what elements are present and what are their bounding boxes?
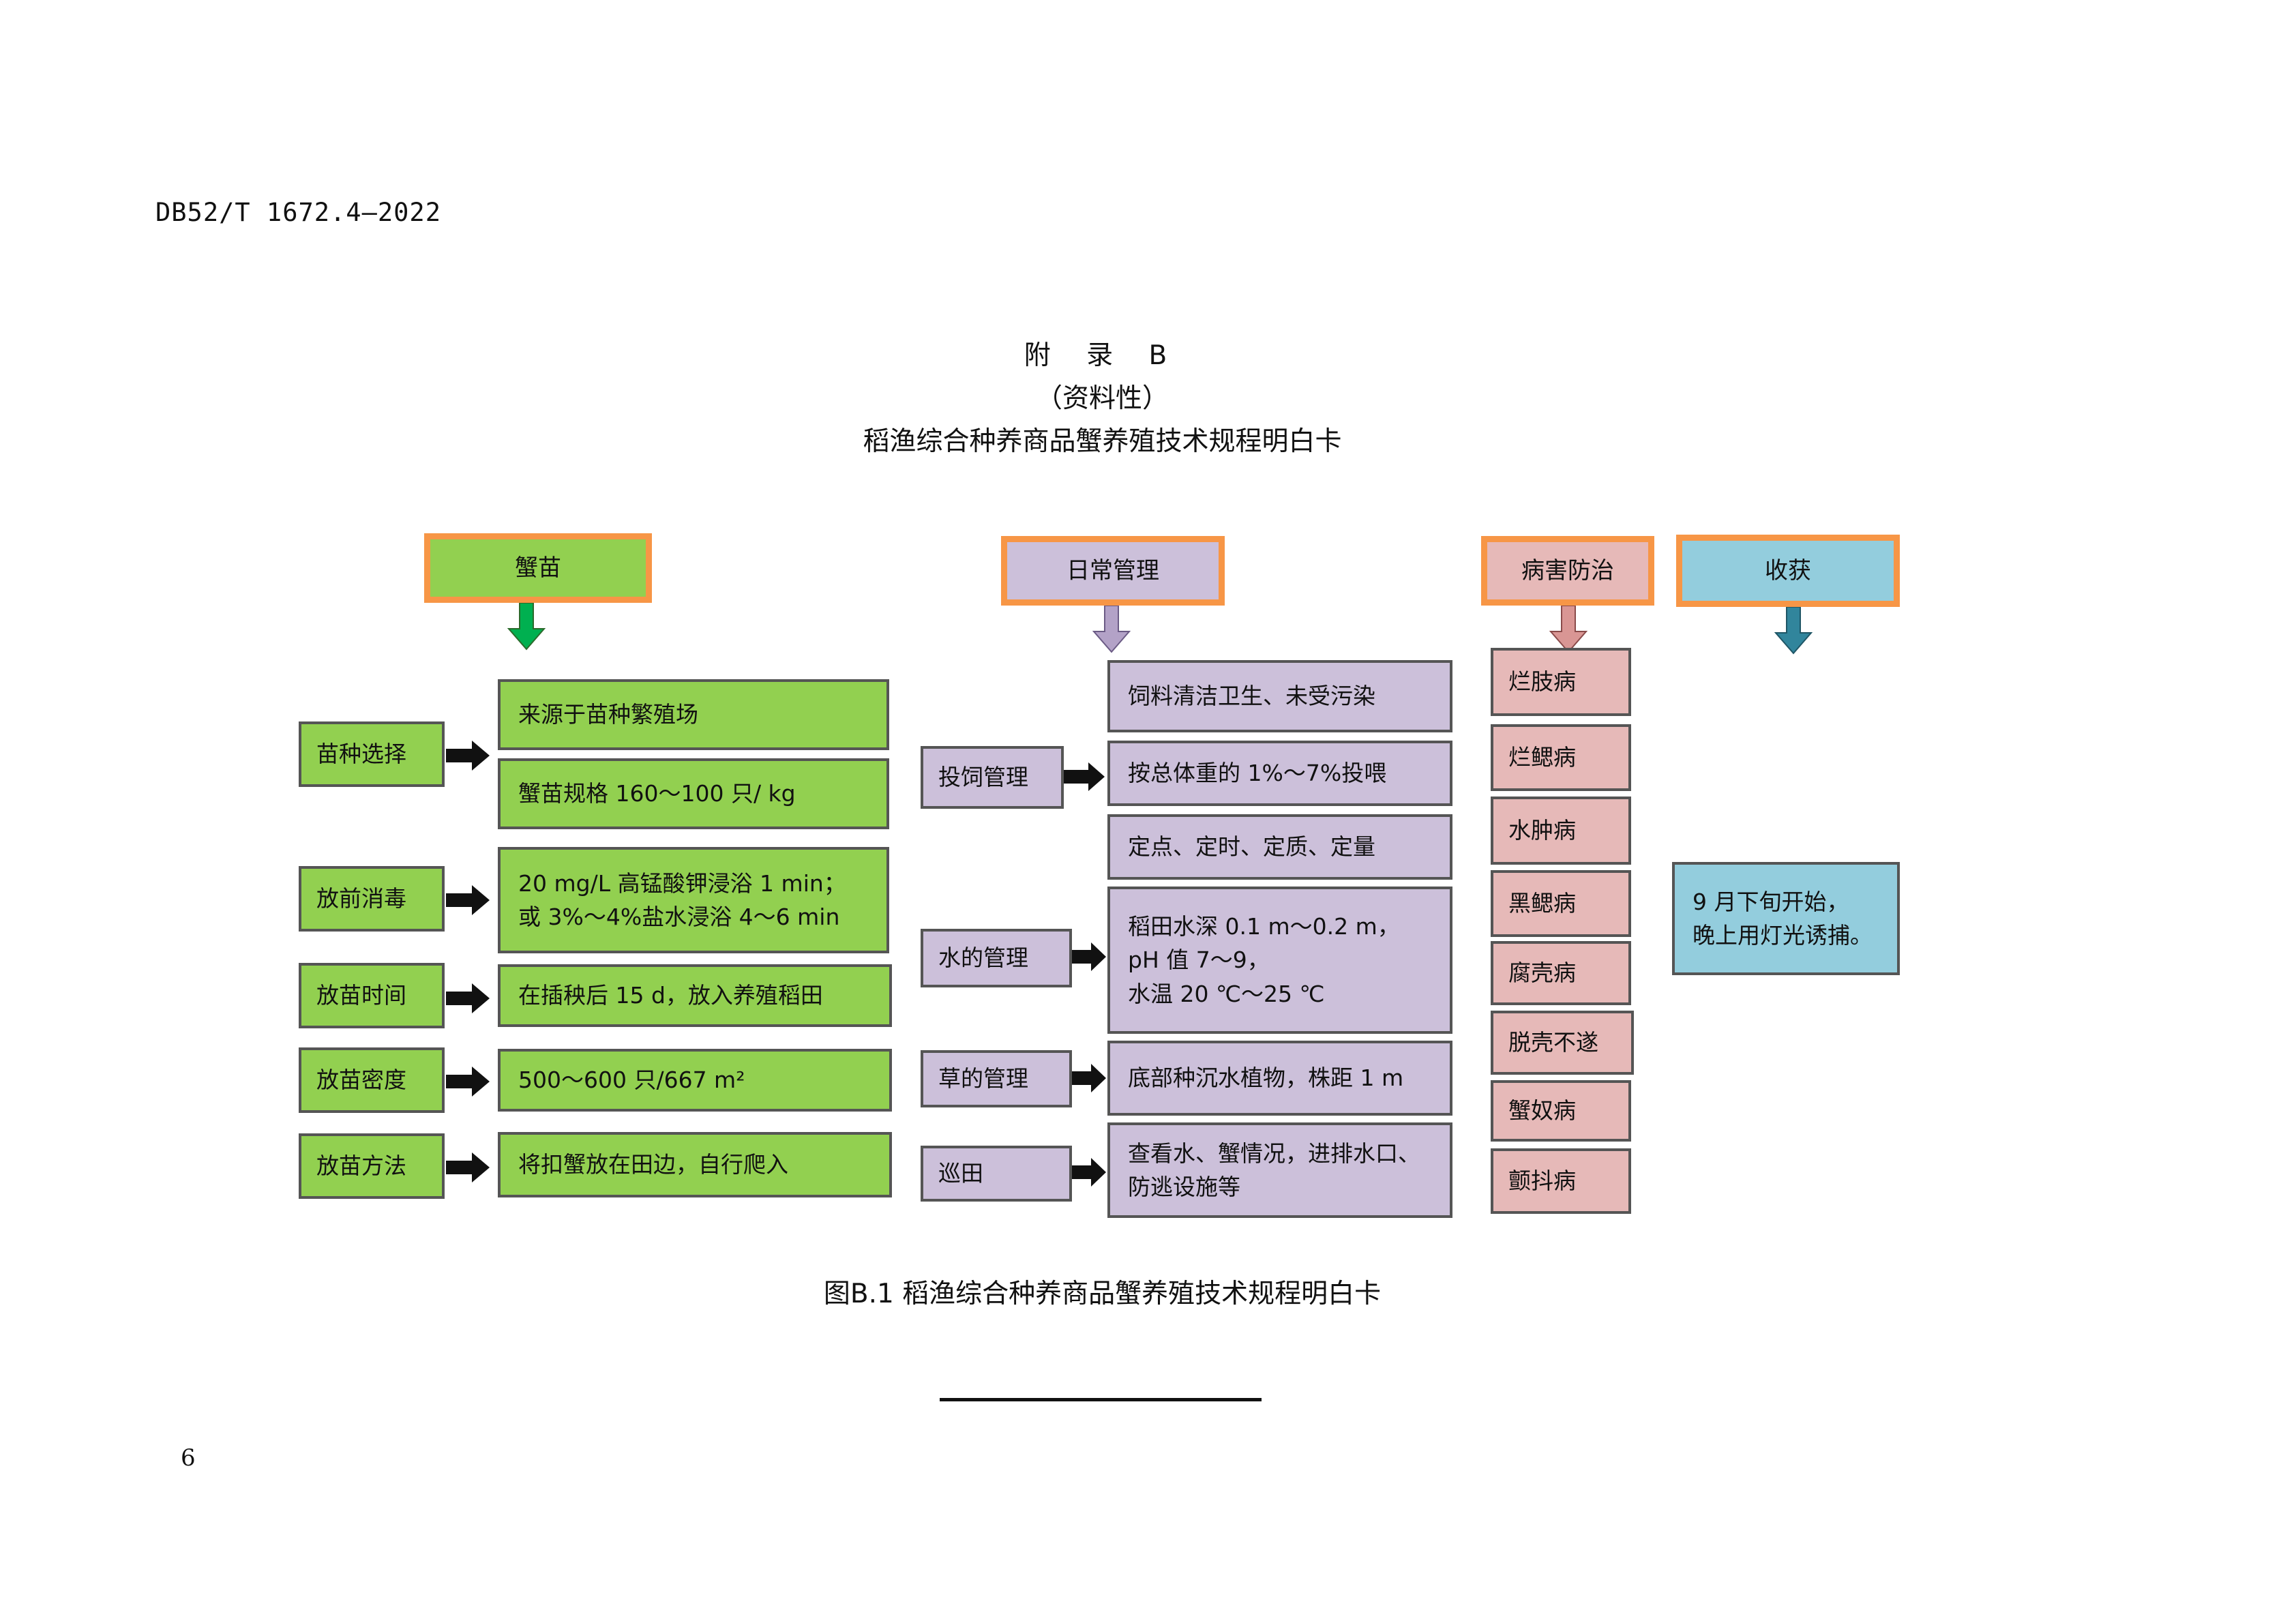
appendix-title: 附 录 B [1024, 340, 1181, 371]
item-water-parameters: 稻田水深 0.1 m～0.2 m， pH 值 7～9， 水温 20 ℃～25 ℃ [1107, 887, 1452, 1034]
arrow-down-purple-icon [1092, 606, 1131, 653]
disease-item: 颤抖病 [1491, 1148, 1631, 1214]
arrow-right-icon [446, 1152, 490, 1182]
patrol-line-2: 防逃设施等 [1128, 1174, 1240, 1200]
main-title: 稻渔综合种养商品蟹养殖技术规程明白卡 [863, 426, 1342, 457]
arrow-down-pink-icon [1549, 606, 1587, 653]
arrow-right-icon [446, 741, 490, 771]
label-weed-management: 草的管理 [921, 1050, 1072, 1107]
water-line-2: pH 值 7～9， [1128, 947, 1270, 974]
disease-item: 脱壳不遂 [1491, 1011, 1634, 1075]
item-release-time: 在插秧后 15 d，放入养殖稻田 [498, 964, 892, 1027]
item-weed-planting: 底部种沉水植物，株距 1 m [1107, 1041, 1452, 1116]
figure-caption: 图B.1 稻渔综合种养商品蟹养殖技术规程明白卡 [823, 1279, 1382, 1309]
harvest-line-2: 晚上用灯光诱捕。 [1693, 922, 1873, 949]
disease-item: 水肿病 [1491, 796, 1631, 865]
item-seed-spec: 蟹苗规格 160～100 只/ kg [498, 758, 889, 829]
header-disease-control: 病害防治 [1481, 536, 1654, 606]
item-feed-ratio: 按总体重的 1%～7%投喂 [1107, 741, 1452, 806]
label-feeding-management: 投饲管理 [921, 746, 1064, 809]
water-line-1: 稻田水深 0.1 m～0.2 m， [1128, 912, 1400, 940]
item-feed-clean: 饲料清洁卫生、未受污染 [1107, 660, 1452, 732]
label-water-management: 水的管理 [921, 929, 1072, 987]
appendix-nature: （资料性） [1035, 383, 1169, 414]
harvest-line-1: 9 月下旬开始， [1693, 888, 1849, 915]
patrol-line-1: 查看水、蟹情况，进排水口、 [1128, 1140, 1420, 1167]
water-line-3: 水温 20 ℃～25 ℃ [1128, 980, 1325, 1007]
harvest-detail: 9 月下旬开始， 晚上用灯光诱捕。 [1672, 862, 1900, 975]
arrow-right-icon [1072, 1064, 1106, 1092]
arrow-right-icon [446, 885, 490, 915]
arrow-down-green-icon [507, 603, 546, 651]
document-code: DB52/T 1672.4—2022 [155, 198, 441, 227]
label-field-patrol: 巡田 [921, 1146, 1072, 1202]
disinfection-line-2: 或 3%～4%盐水浸浴 4～6 min [518, 904, 840, 930]
arrow-down-blue-icon [1774, 607, 1813, 655]
label-release-method: 放苗方法 [299, 1133, 445, 1199]
item-feed-four-fixed: 定点、定时、定质、定量 [1107, 814, 1452, 880]
item-disinfection: 20 mg/L 高锰酸钾浸浴 1 min； 或 3%～4%盐水浸浴 4～6 mi… [498, 847, 889, 953]
header-daily-management: 日常管理 [1001, 536, 1225, 606]
end-rule [940, 1398, 1262, 1401]
item-release-density: 500～600 只/667 m² [498, 1049, 892, 1112]
disease-item: 烂肢病 [1491, 648, 1631, 716]
disease-item: 腐壳病 [1491, 941, 1631, 1005]
label-release-time: 放苗时间 [299, 963, 445, 1028]
label-pre-disinfection: 放前消毒 [299, 866, 445, 932]
label-seed-selection: 苗种选择 [299, 721, 445, 787]
disease-item: 蟹奴病 [1491, 1080, 1631, 1142]
arrow-right-icon [446, 1067, 490, 1097]
disease-item: 烂鳃病 [1491, 724, 1631, 791]
disease-item: 黑鳃病 [1491, 870, 1631, 937]
item-release-method: 将扣蟹放在田边，自行爬入 [498, 1132, 892, 1197]
label-release-density: 放苗密度 [299, 1047, 445, 1113]
arrow-right-icon [446, 983, 490, 1013]
item-seed-source: 来源于苗种繁殖场 [498, 679, 889, 750]
header-harvest: 收获 [1676, 535, 1900, 607]
arrow-right-icon [1072, 942, 1106, 971]
disinfection-line-1: 20 mg/L 高锰酸钾浸浴 1 min； [518, 869, 846, 897]
page-number: 6 [181, 1444, 196, 1472]
header-seedling: 蟹苗 [424, 533, 652, 603]
item-patrol-check: 查看水、蟹情况，进排水口、 防逃设施等 [1107, 1122, 1452, 1218]
arrow-right-icon [1064, 762, 1105, 791]
arrow-right-icon [1072, 1158, 1106, 1187]
flowchart: 蟹苗 日常管理 病害防治 收获 苗种选择 来源于苗种繁殖场 蟹苗规格 160～1… [299, 533, 1900, 1218]
